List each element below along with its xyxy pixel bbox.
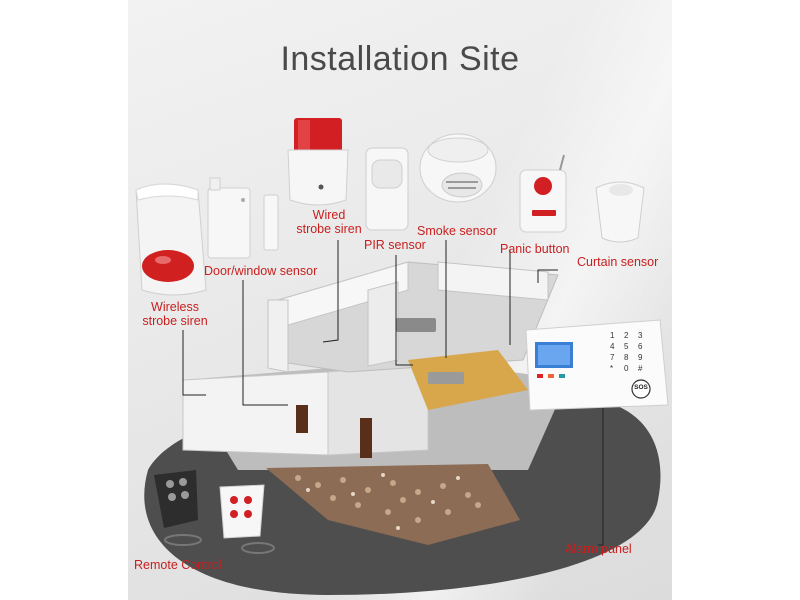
remote-control-white [219,484,275,554]
label-wired-siren-line2: strobe siren [296,222,362,236]
connector-lines [182,240,604,546]
label-wireless-siren-line2: strobe siren [142,314,208,328]
wired-siren-device [287,118,349,206]
scene-graphics [135,118,669,595]
sofa-upper [396,318,436,332]
label-wired-siren: Wired strobe siren [284,208,374,236]
key-6: 6 [638,342,643,351]
door-window-sensor-device [207,177,279,259]
key-5: 5 [624,342,629,351]
key-hash: # [638,364,643,373]
house-upper-wall-right [437,261,549,301]
wood-floor [408,350,528,410]
label-alarm-panel: Alarm panel [565,542,632,556]
door-left [296,405,308,433]
page-title: Installation Site [280,40,520,78]
house-upper-wall-left [267,299,289,373]
house-upper-wall-mid [367,281,399,367]
label-wired-siren-line1: Wired [312,208,346,222]
panel-sos-label: SOS [634,384,648,391]
key-star: * [610,364,614,373]
alarm-panel-device [525,319,669,411]
key-2: 2 [624,331,629,340]
key-7: 7 [610,353,615,362]
panic-button-device [519,154,567,233]
key-8: 8 [624,353,629,362]
label-door-window-sensor: Door/window sensor [204,264,318,278]
label-wireless-siren: Wireless strobe siren [130,300,220,328]
label-remote-control: Remote Control [134,558,222,572]
label-smoke-sensor: Smoke sensor [417,224,497,238]
smoke-sensor-device [419,133,497,203]
label-panic-button: Panic button [500,242,570,256]
pebble-path [266,464,520,545]
installation-site-illustration: 1 2 3 4 5 6 7 8 9 * 0 # SOS Installation… [128,0,672,600]
key-3: 3 [638,331,643,340]
label-curtain-sensor: Curtain sensor [577,255,659,269]
door-mid [360,418,372,458]
key-0: 0 [624,364,629,373]
panel-keypad: 1 2 3 4 5 6 7 8 9 * 0 # [610,331,652,373]
key-4: 4 [610,342,615,351]
pir-sensor-device [365,147,409,231]
key-9: 9 [638,353,643,362]
wireless-siren-device [135,183,207,296]
curtain-sensor-device [595,181,645,243]
remote-control-black [154,470,202,546]
key-1: 1 [610,331,615,340]
label-wireless-siren-line1: Wireless [151,300,199,314]
house-lower-wall-right [327,361,429,456]
label-pir-sensor: PIR sensor [364,238,426,252]
sofa-lower [428,372,464,384]
